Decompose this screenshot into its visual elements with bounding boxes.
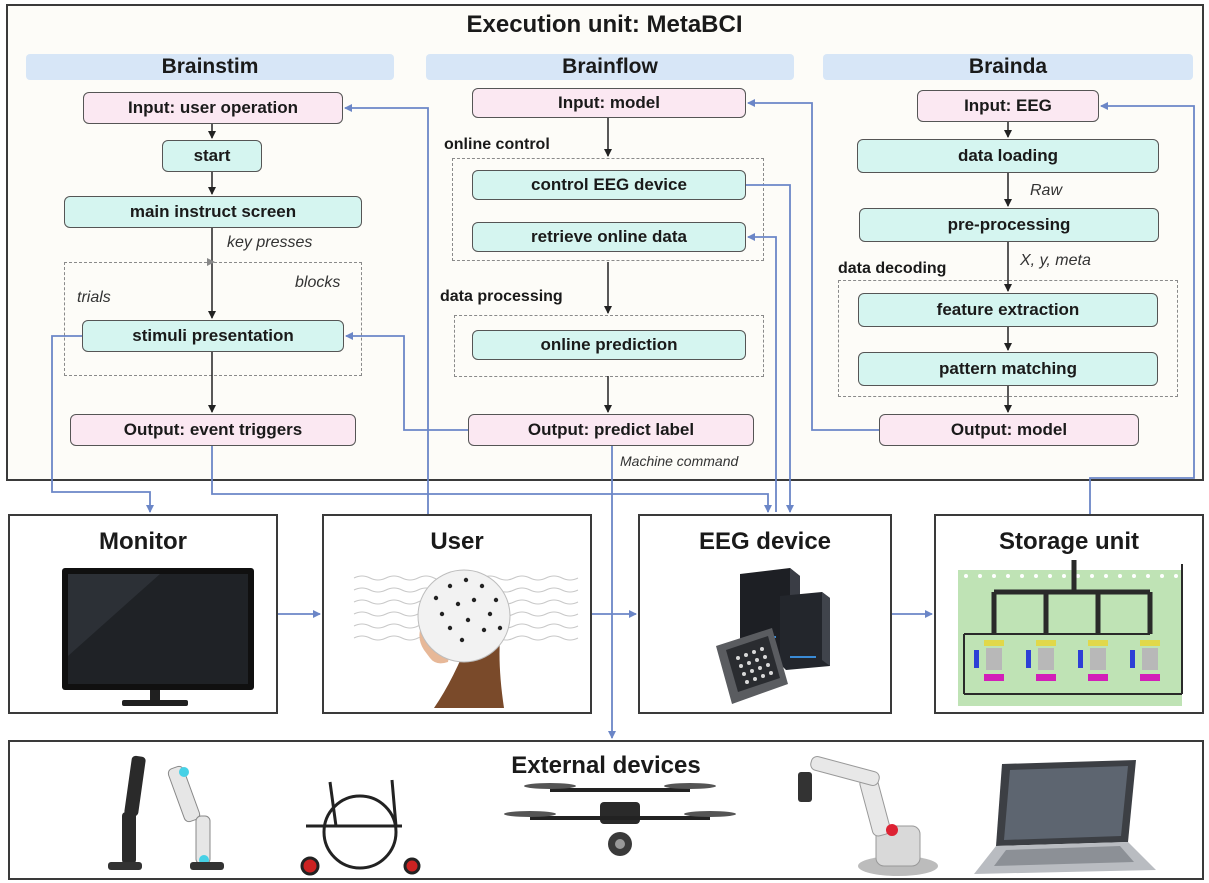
wheelchair-icon — [300, 779, 421, 876]
online-prediction-box: online prediction — [472, 330, 746, 360]
brainstim-header: Brainstim — [26, 54, 394, 80]
brainstim-output-box: Output: event triggers — [70, 414, 356, 446]
exoskeleton-icon — [108, 755, 224, 870]
online-control-group — [452, 158, 764, 261]
brainda-input-box: Input: EEG — [917, 90, 1099, 122]
data-processing-label: data processing — [440, 288, 563, 305]
brainstim-input-box: Input: user operation — [83, 92, 343, 124]
key-presses-label: key presses — [227, 234, 313, 251]
blocks-label: blocks — [295, 274, 341, 291]
data-processing-group — [454, 315, 764, 377]
storage-unit: Storage unit — [934, 514, 1204, 714]
eeg-cap-user-icon — [353, 569, 579, 708]
data-decoding-label: data decoding — [838, 260, 947, 277]
machine-command-label: Machine command — [620, 453, 739, 469]
brainflow-input-box: Input: model — [472, 88, 746, 118]
drone-icon — [504, 783, 736, 856]
raw-label: Raw — [1030, 182, 1063, 199]
retrieve-online-data-box: retrieve online data — [472, 222, 746, 252]
monitor-unit: Monitor — [8, 514, 278, 714]
external-devices-icons — [108, 755, 1156, 876]
monitor-icon — [62, 568, 254, 706]
user-title: User — [430, 528, 484, 555]
control-eeg-device-box: control EEG device — [472, 170, 746, 200]
external-devices-unit: External devices — [8, 740, 1204, 880]
brainda-header: Brainda — [823, 54, 1193, 80]
brainflow-output-box: Output: predict label — [468, 414, 754, 446]
main-instruct-screen-box: main instruct screen — [64, 196, 362, 228]
online-control-label: online control — [444, 136, 550, 153]
storage-circuit-icon — [958, 560, 1183, 706]
eeg-device-unit: EEG device — [638, 514, 892, 714]
robotic-arm-icon — [798, 756, 938, 876]
pattern-matching-box: pattern matching — [858, 352, 1158, 386]
stimuli-presentation-box: stimuli presentation — [82, 320, 344, 352]
brainflow-header: Brainflow — [426, 54, 794, 80]
monitor-title: Monitor — [99, 528, 187, 555]
eeg-amplifier-icon — [716, 568, 830, 704]
brainda-output-box: Output: model — [879, 414, 1139, 446]
trials-label: trials — [77, 289, 111, 306]
start-box: start — [162, 140, 262, 172]
data-loading-box: data loading — [857, 139, 1159, 173]
laptop-icon — [974, 760, 1156, 874]
eeg-device-title: EEG device — [698, 528, 832, 555]
execution-unit-title: Execution unit: MetaBCI — [466, 11, 743, 38]
xymeta-label: X, y, meta — [1020, 252, 1091, 269]
pre-processing-box: pre-processing — [859, 208, 1159, 242]
external-devices-title: External devices — [511, 752, 701, 779]
feature-extraction-box: feature extraction — [858, 293, 1158, 327]
user-unit: User — [322, 514, 592, 714]
storage-unit-title: Storage unit — [998, 528, 1139, 555]
